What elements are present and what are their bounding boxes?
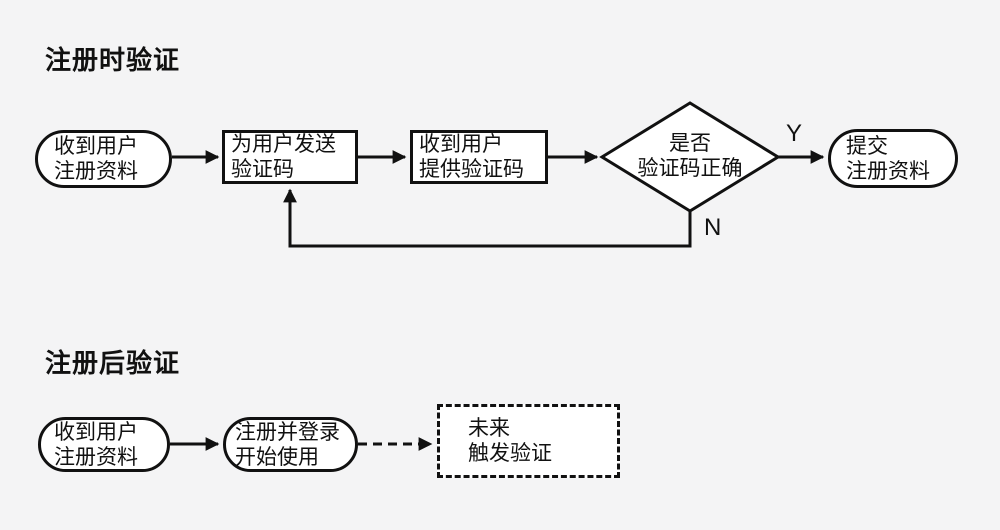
node-send-verification-code: 为用户发送 验证码 xyxy=(222,130,358,184)
node-text-line: 开始使用 xyxy=(235,445,319,469)
node-receive-verification-code: 收到用户 提供验证码 xyxy=(410,130,548,184)
node-decision-code-correct: 是否 验证码正确 xyxy=(600,131,780,181)
node-register-and-login: 注册并登录 开始使用 xyxy=(223,417,358,472)
node-submit-registration-info: 提交 注册资料 xyxy=(828,129,958,188)
node-text-line: 注册并登录 xyxy=(235,420,340,444)
node-text-line: 收到用户 xyxy=(54,135,138,158)
node-text-line: 收到用户 xyxy=(419,133,503,156)
section-title-post-registration: 注册后验证 xyxy=(45,348,181,378)
section-title-registration: 注册时验证 xyxy=(45,45,181,75)
node-future-trigger-verification: 未来 触发验证 xyxy=(437,404,620,478)
node-receive-registration-info-2: 收到用户 注册资料 xyxy=(38,417,170,472)
node-receive-registration-info: 收到用户 注册资料 xyxy=(35,130,172,188)
node-text-line: 提交 xyxy=(846,134,888,158)
node-text-line: 是否 xyxy=(669,132,711,155)
node-text-line: 验证码 xyxy=(231,158,294,181)
node-text-line: 为用户发送 xyxy=(231,133,336,156)
node-text-line: 未来 xyxy=(468,417,510,440)
node-text-line: 提供验证码 xyxy=(419,158,524,181)
node-text-line: 触发验证 xyxy=(468,442,552,465)
node-text-line: 注册资料 xyxy=(54,445,138,469)
edge-label-no: N xyxy=(704,214,722,241)
edge-label-yes: Y xyxy=(786,120,803,147)
node-text-line: 验证码正确 xyxy=(637,157,743,180)
node-text-line: 收到用户 xyxy=(54,420,138,444)
node-text-line: 注册资料 xyxy=(846,159,930,183)
node-text-line: 注册资料 xyxy=(54,160,138,183)
arrow-decision-no-loop xyxy=(283,188,692,248)
